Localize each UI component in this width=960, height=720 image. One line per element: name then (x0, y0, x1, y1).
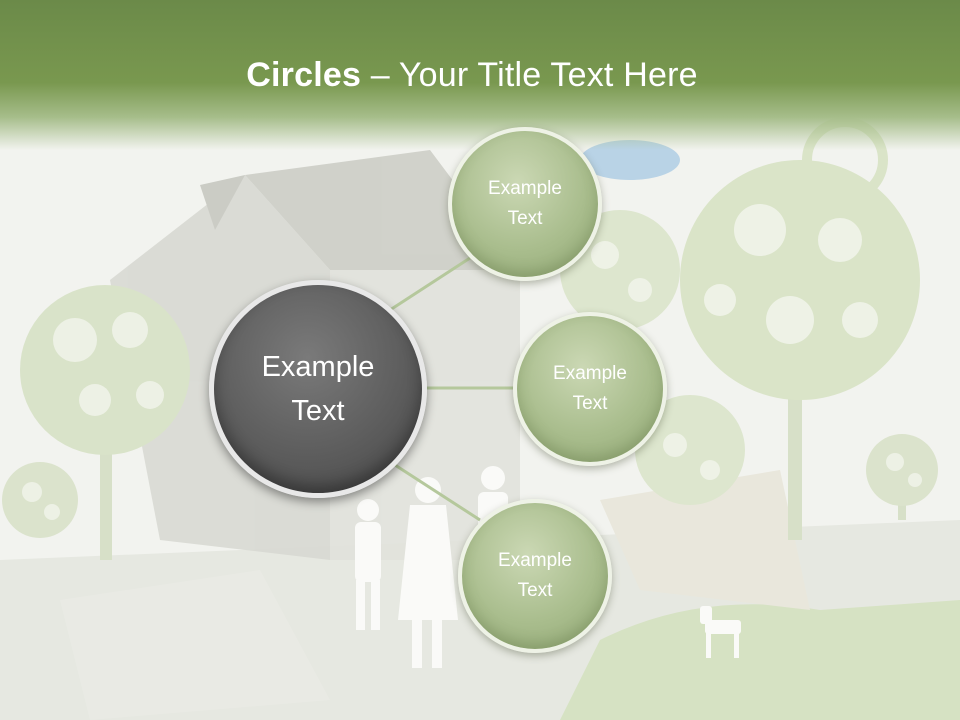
satellite-circle-middle-text: Example Text (553, 363, 627, 414)
satellite-circle-top-text: Example Text (488, 178, 562, 229)
paper-sheet (600, 470, 810, 610)
title-rest-part: – Your Title Text Here (361, 56, 698, 94)
connector-line-bottom (394, 463, 481, 522)
paper-sheet (60, 570, 330, 720)
satellite-circle-top[interactable]: Example Text (448, 127, 602, 281)
satellite-circle-bottom-text: Example Text (498, 550, 572, 601)
center-circle[interactable]: Example Text (209, 280, 427, 498)
tree-right (680, 117, 920, 540)
lawn-shape (560, 600, 960, 720)
tree-small-left (2, 462, 78, 538)
satellite-circle-bottom[interactable]: Example Text (458, 499, 612, 653)
cloud (580, 140, 680, 180)
tree-small-right (866, 434, 938, 520)
title-bold-part: Circles (246, 56, 362, 94)
paper-dog (700, 606, 741, 658)
slide-title: Circles – Your Title Text Here (0, 56, 944, 95)
tree-left (20, 285, 190, 560)
center-circle-text: Example Text (261, 351, 375, 427)
connector-line-top (389, 256, 471, 312)
title-band (0, 0, 960, 150)
satellite-circle-middle[interactable]: Example Text (513, 312, 667, 466)
